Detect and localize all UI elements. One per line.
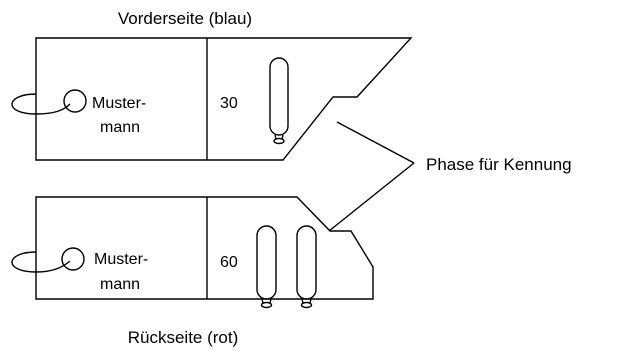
back-bottle-icon-1 — [256, 225, 277, 309]
back-tag: Muster- mann 60 — [11, 196, 374, 309]
front-bottle-icon — [269, 57, 289, 145]
front-cord-loop — [11, 93, 71, 115]
back-name-line1: Muster- — [94, 251, 148, 268]
back-bottle-icon-2 — [296, 225, 317, 309]
front-name-line1: Muster- — [92, 95, 146, 112]
callout-label: Phase für Kennung — [426, 155, 572, 174]
front-title: Vorderseite (blau) — [118, 9, 252, 28]
front-number: 30 — [220, 95, 238, 112]
back-name-line2: mann — [100, 276, 140, 293]
front-eyelet-hole — [63, 89, 87, 113]
back-eyelet-hole — [61, 247, 85, 271]
back-title: Rückseite (rot) — [128, 328, 239, 347]
callout-lines — [328, 121, 415, 232]
back-number: 60 — [220, 254, 238, 271]
front-tag-outline — [35, 37, 413, 161]
back-tag-outline — [35, 196, 374, 300]
front-tag: Muster- mann 30 — [11, 37, 413, 161]
front-name-line2: mann — [100, 119, 140, 136]
back-cord-loop — [11, 251, 71, 273]
